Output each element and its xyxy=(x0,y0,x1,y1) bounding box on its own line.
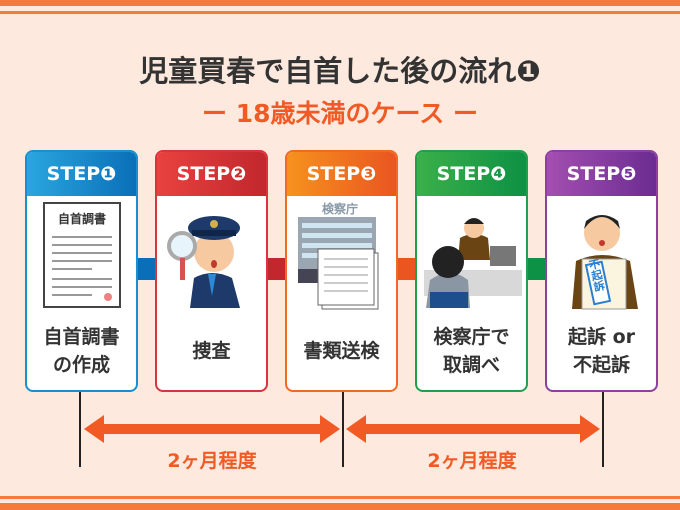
connector xyxy=(137,258,157,280)
step-card-3: STEP❸ 検察庁 書類送検 xyxy=(285,150,398,392)
step-header: STEP❶ xyxy=(27,152,136,196)
step-card-1: STEP❶ 自首調書 自首調書の作成 xyxy=(25,150,138,392)
duration-arrows xyxy=(84,415,600,443)
timeline-marker xyxy=(79,392,81,467)
document-illustration: 自首調書 xyxy=(27,196,136,314)
top-stripe-thin xyxy=(0,11,680,14)
non-prosecution-illustration: 不起訴 xyxy=(547,196,656,314)
step-header: STEP❷ xyxy=(157,152,266,196)
police-officer-illustration xyxy=(157,196,266,314)
duration-label-1: 2ヶ月程度 xyxy=(167,450,257,472)
top-stripe xyxy=(0,0,680,6)
timeline-marker xyxy=(342,392,344,467)
step-header: STEP❹ xyxy=(417,152,526,196)
step-label: 取調べ xyxy=(442,354,500,376)
step-label: 起訴 or xyxy=(567,326,636,348)
timeline-marker xyxy=(602,392,604,467)
duration-arrow-2 xyxy=(346,415,600,443)
step-card-5: STEP❺ 不起訴 起訴 or 不起訴 xyxy=(545,150,658,392)
bottom-stripe-thin xyxy=(0,496,680,499)
step-label: 自首調書 xyxy=(43,326,120,348)
duration-label-2: 2ヶ月程度 xyxy=(427,450,517,472)
connector xyxy=(397,258,417,280)
step-label: 捜査 xyxy=(192,340,231,362)
bottom-stripe xyxy=(0,503,680,510)
page-title: 児童買春で自首した後の流れ❶ xyxy=(139,54,541,88)
document-title: 自首調書 xyxy=(57,211,105,226)
step-card-2: STEP❷ 捜査 xyxy=(155,150,268,392)
step-header: STEP❺ xyxy=(547,152,656,196)
prosecutor-office-documents-illustration: 検察庁 xyxy=(287,196,396,314)
page-subtitle: ー 18歳未満のケース ー xyxy=(202,99,478,128)
interrogation-illustration xyxy=(417,196,526,314)
step-card-4: STEP❹ 検察庁で取調べ xyxy=(415,150,528,392)
step-header: STEP❸ xyxy=(287,152,396,196)
step-label: 不起訴 xyxy=(572,354,630,376)
connector xyxy=(267,258,287,280)
building-sign: 検察庁 xyxy=(322,201,358,216)
connector xyxy=(527,258,547,280)
step-label: 書類送検 xyxy=(303,340,380,362)
step-label: 検察庁で xyxy=(433,326,510,348)
duration-arrow-1 xyxy=(84,415,340,443)
step-label: の作成 xyxy=(52,354,110,376)
